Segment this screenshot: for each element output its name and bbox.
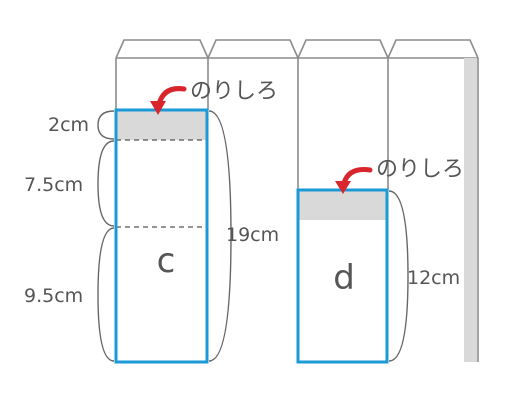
flap-4	[387, 39, 479, 59]
brace-c-total	[208, 110, 232, 362]
sheet-outline	[115, 39, 479, 362]
strip-d: d	[296, 188, 389, 364]
sheet-shadow	[464, 58, 477, 362]
dim-upper-label: 7.5cm	[24, 174, 83, 196]
brace-upper	[97, 140, 115, 227]
strip-d-glue-area	[298, 190, 387, 220]
brace-lower	[97, 227, 115, 362]
brace-d-total	[388, 190, 409, 362]
flap-2	[207, 39, 299, 59]
flap-1	[115, 39, 209, 59]
dimension-braces-c-left	[97, 110, 115, 362]
strip-c: c	[114, 108, 209, 364]
flap-3	[297, 39, 389, 59]
dim-glue-label: 2cm	[48, 114, 89, 136]
strip-c-glue-area	[116, 110, 207, 140]
red-arrowhead-icon	[150, 101, 166, 115]
dim-lower-label: 9.5cm	[24, 285, 83, 307]
strip-c-border	[114, 108, 209, 364]
glue-label-c: のりしろ	[190, 79, 278, 104]
glue-label-d: のりしろ	[376, 157, 464, 182]
brace-glue	[97, 110, 115, 140]
strip-c-label: c	[157, 241, 176, 281]
glue-callout-d: のりしろ	[335, 157, 464, 194]
dim-c-total-label: 19cm	[226, 224, 279, 246]
red-arrowhead-icon	[335, 181, 351, 194]
red-arrow-icon	[341, 167, 373, 186]
glue-callout-c: のりしろ	[150, 79, 278, 115]
strip-d-label: d	[333, 258, 355, 298]
dim-d-total-label: 12cm	[407, 267, 460, 289]
